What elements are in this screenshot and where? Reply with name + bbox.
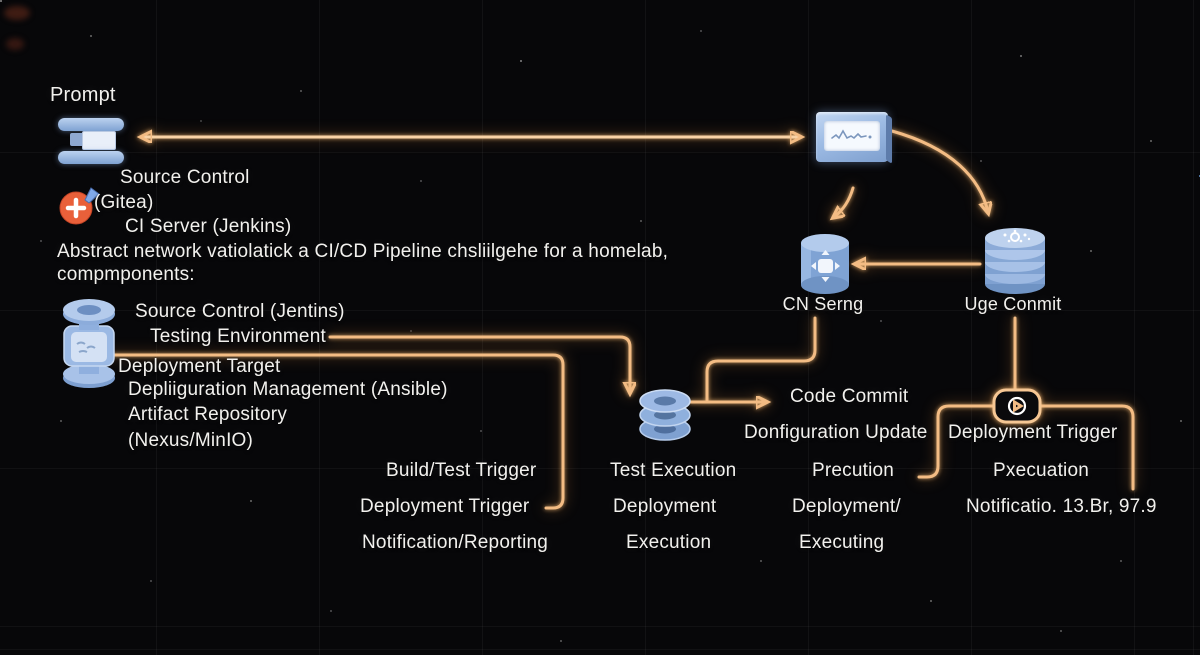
description-line1: Abstract network vatiolatick a CI/CD Pip… xyxy=(57,241,669,262)
disk-stack-icon xyxy=(981,222,1049,296)
component-source-control: Source Control (Jentins) xyxy=(135,301,345,322)
play-icon xyxy=(1007,396,1027,416)
deployment-trigger-label: Deployment Trigger xyxy=(360,496,530,517)
deployment-label: Deployment xyxy=(613,496,717,517)
corner-smudge-2 xyxy=(6,38,24,50)
cylinder-icon xyxy=(793,230,857,296)
prompt-icon xyxy=(58,118,124,166)
test-execution-label: Test Execution xyxy=(610,460,737,481)
ci-server-label: CI Server (Jenkins) xyxy=(125,216,292,237)
notification-reporting-label: Notification/Reporting xyxy=(362,532,549,553)
code-commit-label: Code Commit xyxy=(790,386,909,407)
component-artifact-repository: Artifact Repository xyxy=(128,404,288,425)
component-deployment-target: Deployment Target xyxy=(118,356,281,377)
gitea-icon xyxy=(58,186,102,226)
deployment-slash-label: Deployment/ xyxy=(792,496,901,517)
executing-label: Executing xyxy=(799,532,885,553)
component-config-management: Depliiguration Management (Ansible) xyxy=(128,379,448,400)
execution-label: Execution xyxy=(626,532,712,553)
prompt-title: Prompt xyxy=(50,84,116,106)
bug-glyph xyxy=(1003,229,1031,243)
source-control-label: Source Control xyxy=(120,167,250,188)
component-testing-environment: Testing Environment xyxy=(150,326,326,347)
small-db-stack-icon xyxy=(636,386,694,444)
component-nexus-minio: (Nexus/MinIO) xyxy=(128,430,254,451)
star-speckles xyxy=(0,0,2,2)
play-node xyxy=(992,388,1042,424)
corner-smudge xyxy=(4,6,30,20)
pxecuation-label: Pxecuation xyxy=(993,460,1090,481)
description-line2: compmponents: xyxy=(57,264,195,285)
cn-serng-label: CN Serng xyxy=(782,294,864,314)
gitea-label: (Gitea) xyxy=(94,192,154,213)
spool-icon xyxy=(53,296,125,392)
build-test-trigger-label: Build/Test Trigger xyxy=(386,460,537,481)
donfiguration-update-label: Donfiguration Update xyxy=(744,422,928,443)
notificatio-label: Notificatio. 13.Br, 97.9 xyxy=(966,496,1157,517)
precution-label: Precution xyxy=(812,460,895,481)
uge-conmit-label: Uge Conmit xyxy=(964,294,1062,314)
deployment-trigger-right-label: Deployment Trigger xyxy=(948,422,1118,443)
monitor-icon xyxy=(816,112,892,164)
